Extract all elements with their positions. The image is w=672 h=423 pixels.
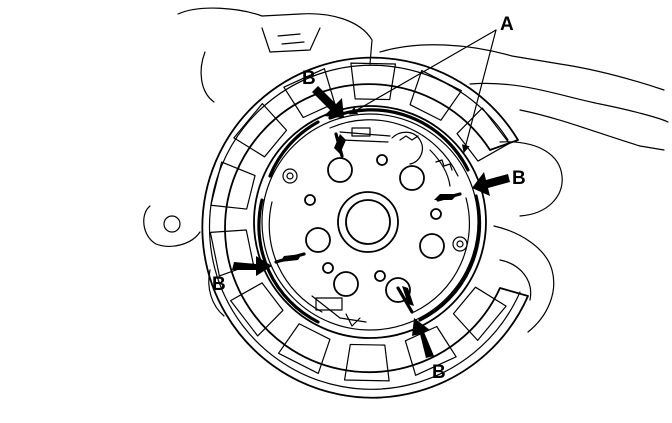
splash-shield [201,56,529,399]
shield-vent [277,323,331,375]
shield-vent [343,343,390,382]
hub-bolt-hole [304,194,316,206]
shield-vent [452,286,507,341]
label-b-bottom: B [432,362,446,383]
label-b-right: B [512,168,526,189]
shield-vent [404,325,457,376]
label-b-left: B [212,274,226,295]
hub-bolt-hole [374,270,386,282]
hub-bolt-hole [430,208,442,220]
shield-vent [409,69,463,121]
hub-hole [333,271,359,297]
arrow-b-top [312,86,346,158]
leader-a [349,29,497,153]
hub-bolt-hole [376,154,388,166]
hub-hole [305,227,331,253]
shield-vent [350,62,397,101]
hub-hole [385,277,411,303]
shield-vent [210,161,256,210]
backing-plate [253,105,487,339]
wheel-hub [304,154,445,303]
shoe-hardware [282,127,468,327]
shield-vents [209,62,510,382]
arrow-b-right [434,172,510,202]
hub-hole [399,165,425,191]
hub-hole [419,233,445,259]
shield-vent [209,229,254,277]
shield-vent [233,103,288,158]
arrow-b-bottom [396,286,434,358]
hub-hole [327,157,353,183]
label-a: A [500,14,514,35]
hub-bolt-hole [322,262,334,274]
shield-vent [230,282,284,337]
shield-vent [283,68,336,119]
arrow-b-left [232,252,306,276]
label-b-top: B [302,68,316,89]
